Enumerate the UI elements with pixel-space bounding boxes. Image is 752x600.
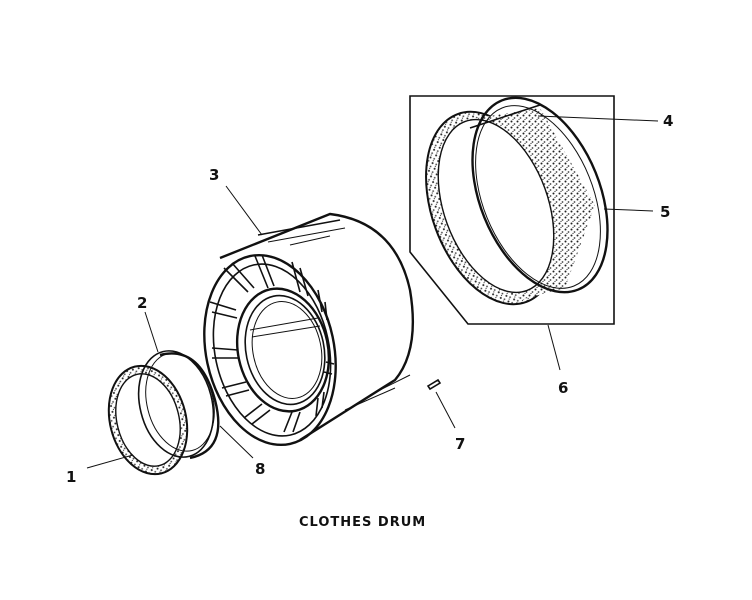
front-ring-part [137, 350, 220, 460]
callout-1: 1 [66, 468, 76, 486]
rear-assembly-box [409, 95, 615, 325]
rear-ring-part [469, 96, 609, 294]
callout-4: 4 [663, 112, 673, 130]
callout-3: 3 [209, 166, 219, 184]
front-felt-seal-part [107, 364, 189, 476]
callout-6: 6 [558, 379, 568, 397]
leader-lines [86, 115, 659, 469]
rear-felt-seal-part [425, 108, 595, 306]
diagram-caption: CLOTHES DRUM [299, 515, 426, 530]
clip-part [426, 378, 442, 391]
callout-7: 7 [455, 435, 465, 453]
drum-part [203, 212, 415, 447]
callout-2: 2 [137, 294, 147, 312]
callout-8: 8 [255, 460, 265, 478]
callout-5: 5 [660, 203, 670, 221]
